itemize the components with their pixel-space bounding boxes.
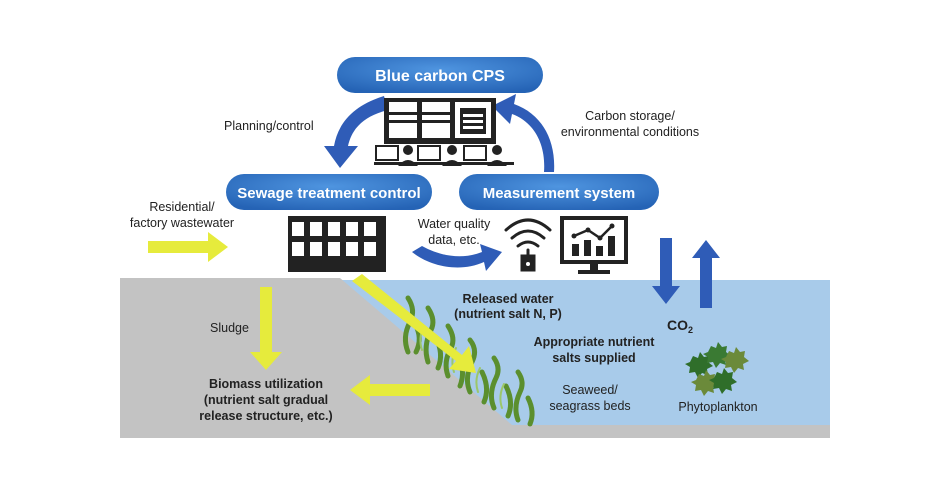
seaweed-label-1: Seaweed/ bbox=[562, 383, 618, 397]
planning-control-arrow bbox=[324, 96, 388, 168]
biomass-label-1: Biomass utilization bbox=[209, 377, 323, 391]
sludge-label: Sludge bbox=[210, 321, 249, 335]
appropriate-nutrient-label-1: Appropriate nutrient bbox=[534, 335, 656, 349]
chart-monitor-icon bbox=[560, 216, 628, 274]
sewage-pill bbox=[226, 174, 432, 210]
carbon-storage-arrow bbox=[492, 94, 555, 172]
co2-down-arrow bbox=[652, 238, 680, 304]
measurement-label: Measurement system bbox=[483, 185, 636, 202]
sludge-arrow bbox=[250, 287, 282, 370]
water-quality-arrow bbox=[412, 244, 502, 271]
cps-pill bbox=[337, 57, 543, 93]
plankton-star bbox=[721, 347, 749, 373]
water-quality-label-1: Water quality bbox=[418, 217, 491, 231]
released-water-arrow bbox=[352, 274, 476, 373]
phytoplankton-icon bbox=[685, 342, 749, 396]
plankton-star bbox=[691, 370, 719, 396]
carbon-storage-label-2: environmental conditions bbox=[561, 125, 699, 139]
co2-label: CO2 bbox=[667, 317, 693, 335]
appropriate-nutrient-label-2: salts supplied bbox=[552, 351, 635, 365]
wireless-sensor-icon bbox=[504, 218, 552, 272]
control-room-icon bbox=[374, 98, 514, 166]
sewage-label: Sewage treatment control bbox=[237, 185, 420, 202]
biomass-arrow bbox=[350, 375, 430, 405]
carbon-storage-label-1: Carbon storage/ bbox=[585, 109, 675, 123]
phytoplankton-label: Phytoplankton bbox=[678, 400, 757, 414]
released-water-label-1: Released water bbox=[462, 292, 553, 306]
released-water-label-2: (nutrient salt N, P) bbox=[454, 307, 562, 321]
measurement-pill bbox=[459, 174, 659, 210]
co2-subscript: 2 bbox=[688, 325, 693, 335]
factory-building-icon bbox=[288, 216, 386, 272]
cps-node: Blue carbon CPS bbox=[337, 57, 543, 93]
measurement-node: Measurement system bbox=[459, 174, 659, 210]
planning-label: Planning/control bbox=[224, 119, 314, 133]
ground-area bbox=[120, 278, 830, 438]
seaweed-label-2: seagrass beds bbox=[549, 399, 630, 413]
water-quality-label-2: data, etc. bbox=[428, 233, 479, 247]
plankton-star bbox=[709, 368, 737, 394]
co2-up-arrow bbox=[692, 240, 720, 308]
cps-label: Blue carbon CPS bbox=[375, 68, 505, 85]
biomass-label-2: (nutrient salt gradual bbox=[204, 393, 328, 407]
sewage-node: Sewage treatment control bbox=[226, 174, 432, 210]
seaweed-icon bbox=[402, 295, 535, 427]
biomass-label-3: release structure, etc.) bbox=[199, 409, 332, 423]
wastewater-label-1: Residential/ bbox=[149, 200, 215, 214]
co2-main: CO bbox=[667, 317, 688, 333]
wastewater-arrow bbox=[148, 232, 228, 262]
wastewater-label-2: factory wastewater bbox=[130, 216, 234, 230]
plankton-star bbox=[703, 342, 731, 368]
